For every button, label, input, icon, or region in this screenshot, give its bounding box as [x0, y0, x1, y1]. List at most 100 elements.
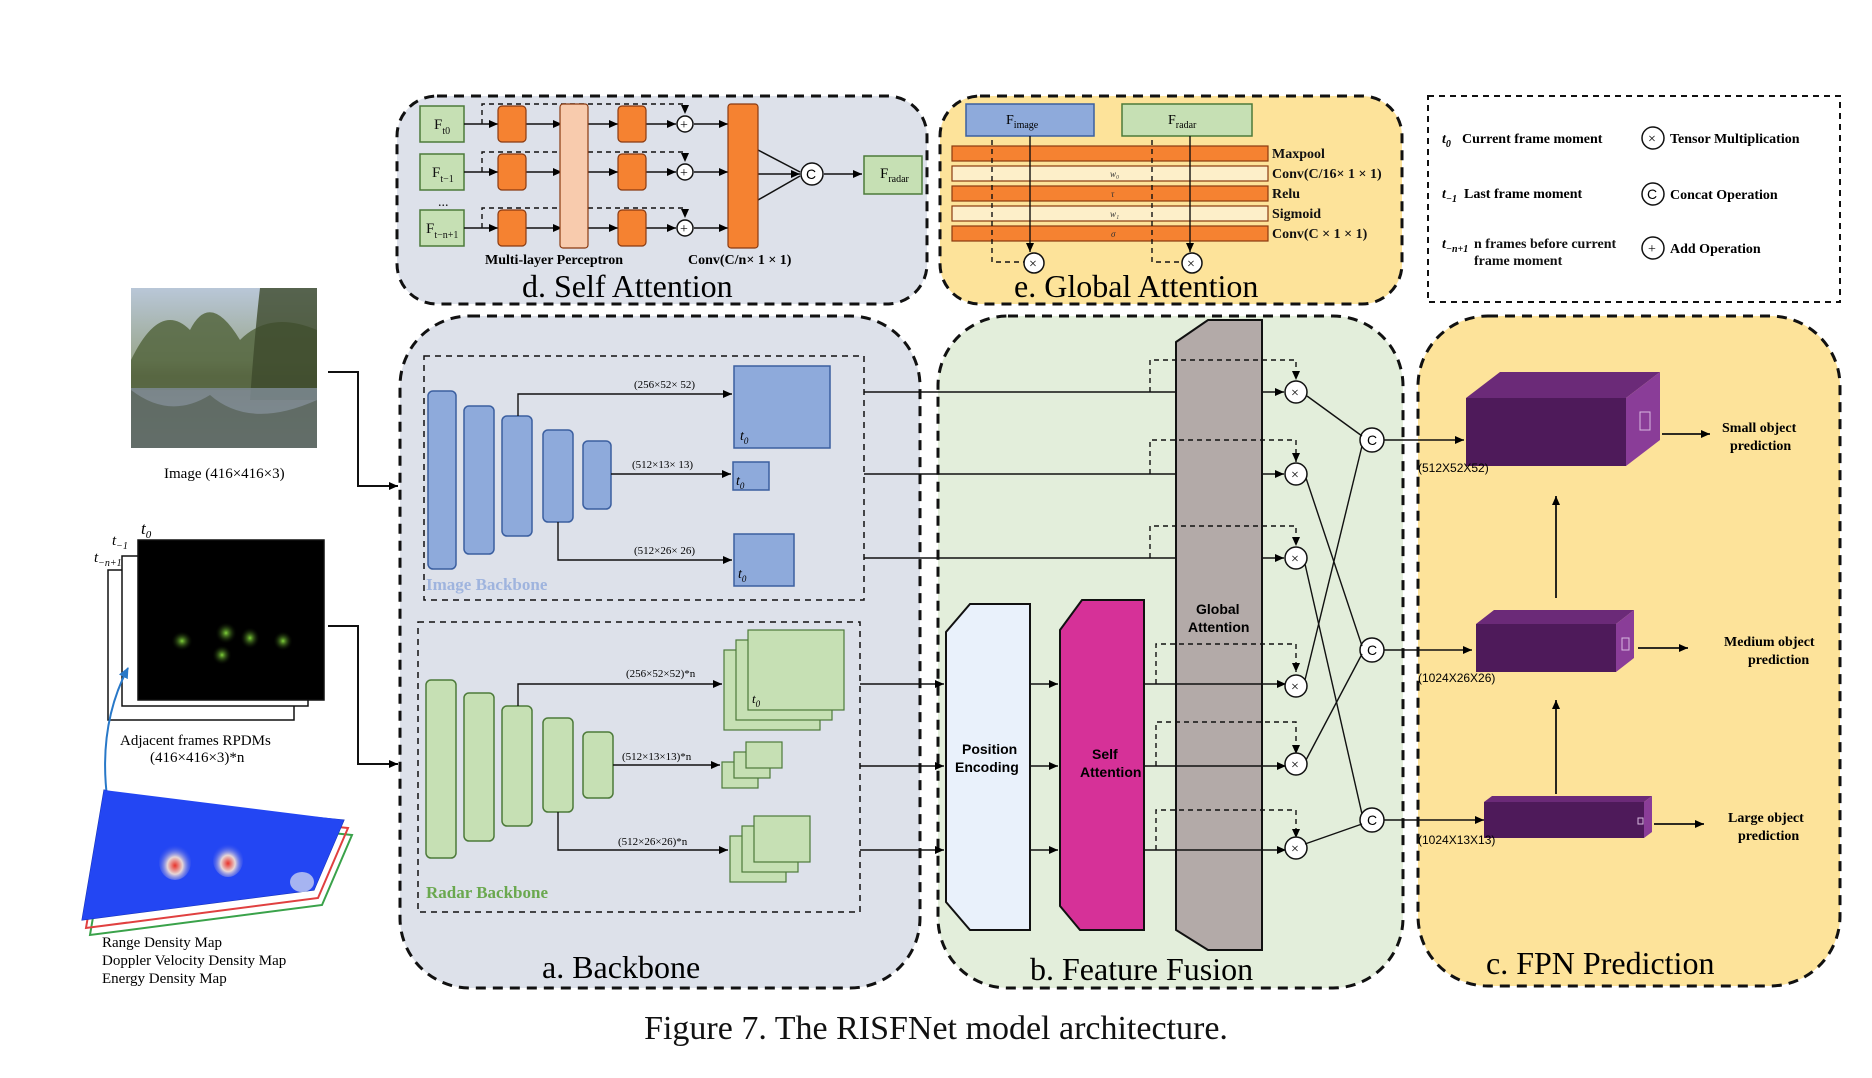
svg-text:Fimage: Fimage [1006, 113, 1039, 131]
svg-text:t0: t0 [736, 474, 745, 491]
medium-object-label-1: Medium object [1724, 635, 1815, 650]
mult-op-radar: × [1187, 257, 1195, 272]
self-attention-block: Ft0 Ft−1 ... Ft−n+1 [419, 103, 923, 304]
add-op-1: + [680, 118, 688, 133]
range-density-label: Range Density Map [102, 935, 222, 951]
svg-text:t0: t0 [141, 519, 152, 541]
output-f-sub: radar [888, 174, 909, 185]
conv-label: Conv(C/n× 1 × 1) [688, 253, 792, 268]
ellipsis-label: ... [438, 195, 449, 210]
fusion-concat-2: C [1367, 642, 1377, 658]
fpn-dim-medium: (1024X26X26) [1418, 671, 1495, 685]
svg-text:t0: t0 [1442, 132, 1451, 150]
legend-concat-icon: C [1647, 186, 1657, 202]
fusion-mult-5: × [1291, 758, 1299, 773]
legend-current-frame: Current frame moment [1462, 132, 1603, 147]
image-backbone: (256×52× 52) (512×13× 13) (512×26× 26) t… [423, 355, 865, 601]
f-image-box [965, 103, 1095, 137]
f-image-sub: image [1014, 120, 1039, 131]
legend-concat: Concat Operation [1670, 188, 1778, 203]
self-attention-title: d. Self Attention [522, 268, 733, 304]
frame-tn: t [94, 550, 99, 566]
self-attention-shape [1059, 599, 1145, 931]
frame-t1: t [112, 533, 117, 549]
sigmoid-bar [951, 205, 1269, 222]
input-f-tn-sub: t−n+1 [434, 230, 458, 241]
legend-add: Add Operation [1670, 242, 1761, 257]
global-attention-block: Fimage Fradar w₀ τ w₁ σ Maxpool Conv(C/1… [951, 103, 1382, 304]
fpn-dim-small: (512X52X52) [1418, 461, 1489, 475]
small-object-label-1: Small object [1722, 421, 1797, 436]
conv1-label: Conv(C/16× 1 × 1) [1272, 167, 1382, 182]
f-radar-box [1121, 103, 1253, 137]
input-f-t0 [419, 105, 465, 143]
svg-text:t−n+1: t−n+1 [1442, 237, 1468, 255]
feature-fusion-block: Position Encoding Self Attention Global … [945, 319, 1385, 987]
doppler-density-label: Doppler Velocity Density Map [102, 953, 286, 969]
image-backbone-label: Image Backbone [426, 575, 548, 594]
mlp-block [559, 103, 589, 249]
mult-op-image: × [1029, 257, 1037, 272]
conv2-bar [951, 225, 1269, 242]
svg-text:t0: t0 [738, 567, 747, 584]
input-f-t1-sub: t−1 [440, 174, 453, 185]
svg-text:Ft0: Ft0 [434, 117, 450, 137]
input-f-t0-sub: t0 [442, 126, 450, 137]
concat-op: C [806, 166, 816, 182]
f-radar-sub: radar [1176, 120, 1197, 131]
radar-dim-3: (512×26×26)*n [618, 836, 688, 848]
input-f-t1-label: F [432, 165, 440, 181]
mlp-label: Multi-layer Perceptron [485, 253, 623, 268]
fusion-mult-3: × [1291, 552, 1299, 567]
input-f-t0-label: F [434, 117, 442, 133]
rpdm-label-1: Adjacent frames RPDMs [120, 733, 271, 749]
conv1-bar [951, 165, 1269, 182]
fusion-mult-1: × [1291, 386, 1299, 401]
img-dim-3: (512×26× 26) [634, 545, 695, 557]
image-input-label: Image (416×416×3) [164, 466, 285, 482]
frame-t0: t [141, 519, 147, 538]
legend-n-frames: n frames before current frame moment [1474, 237, 1617, 269]
legend-tensor-mult: Tensor Multiplication [1670, 132, 1800, 147]
radar-backbone: (256×52×52)*n (512×13×13)*n (512×26×26)*… [417, 621, 861, 913]
relu-bar [951, 185, 1269, 202]
w1-glyph: w₁ [1110, 209, 1119, 219]
self-attention-panel [395, 94, 929, 306]
fusion-mult-2: × [1291, 468, 1299, 483]
radar-dim-1: (256×52×52)*n [626, 668, 696, 680]
rpdm-label-2: (416×416×3)*n [150, 750, 245, 766]
fusion-concat-1: C [1367, 432, 1377, 448]
position-encoding-label-1: Position [962, 741, 1017, 757]
f-image-label: F [1006, 113, 1014, 128]
global-attention-label-1: Global [1196, 601, 1240, 617]
conv2-label: Conv(C × 1 × 1) [1272, 227, 1368, 242]
large-object-label-2: prediction [1738, 829, 1799, 844]
add-op-3: + [680, 222, 688, 237]
sigma-glyph: σ [1111, 229, 1116, 239]
legend-last-frame: Last frame moment [1464, 187, 1583, 202]
svg-text:t−n+1: t−n+1 [94, 550, 122, 569]
fusion-mult-6: × [1291, 842, 1299, 857]
legend-mult-icon: × [1648, 132, 1656, 147]
position-encoding-label-2: Encoding [955, 759, 1019, 775]
global-attention-title: e. Global Attention [1014, 268, 1258, 304]
add-op-2: + [680, 166, 688, 181]
fusion-concat-3: C [1367, 812, 1377, 828]
img-dim-2: (512×13× 13) [632, 459, 693, 471]
backbone-title: a. Backbone [542, 949, 700, 985]
self-attention-label-2: Attention [1080, 764, 1141, 780]
input-f-tn-label: F [426, 221, 434, 237]
f-radar-label: F [1168, 113, 1176, 128]
legend-add-icon: + [1648, 242, 1656, 257]
energy-density-label: Energy Density Map [102, 971, 227, 987]
self-attention-label-1: Self [1092, 746, 1118, 762]
input-image [131, 288, 317, 448]
tau-glyph: τ [1111, 189, 1115, 199]
relu-label: Relu [1272, 187, 1300, 202]
radar-backbone-label: Radar Backbone [426, 883, 548, 902]
img-dim-1: (256×52× 52) [634, 379, 695, 391]
maxpool-label: Maxpool [1272, 147, 1325, 162]
svg-text:t0: t0 [740, 429, 749, 446]
global-attention-label-2: Attention [1188, 619, 1249, 635]
